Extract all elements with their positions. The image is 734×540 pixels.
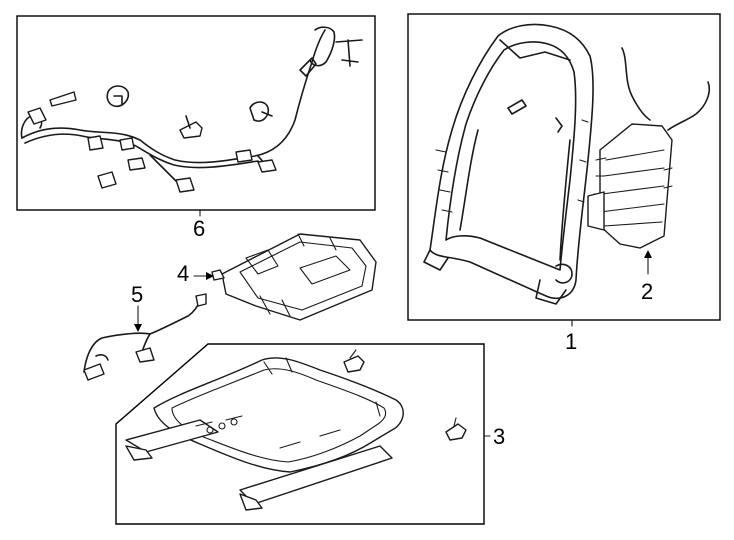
callout-2: 2 [641, 279, 654, 304]
seat-back-frame [423, 23, 594, 305]
seat-heater-harness [83, 293, 207, 381]
lumbar-support [587, 47, 711, 249]
seat-track-adjuster [125, 349, 467, 511]
seat-cushion-pan [211, 233, 377, 321]
callout-4: 4 [177, 261, 190, 286]
callout-6: 6 [193, 216, 206, 241]
callout-5-arrowhead [134, 324, 142, 332]
callout-4-arrowhead [206, 272, 214, 280]
seat-wiring-harness [20, 26, 363, 193]
harness-box [16, 15, 376, 211]
callout-1: 1 [565, 329, 578, 354]
seatback-box [407, 13, 721, 321]
callout-3: 3 [493, 424, 506, 449]
callout-5: 5 [131, 282, 144, 307]
callout-2-arrowhead [644, 250, 652, 258]
track-box [115, 343, 485, 525]
